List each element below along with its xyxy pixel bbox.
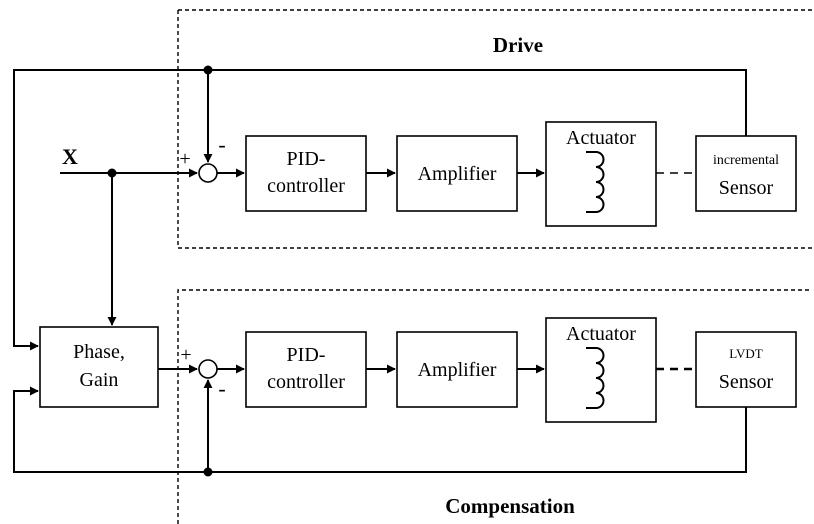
- compensation-sum-plus-sign: +: [180, 344, 191, 366]
- compensation-sensor-label-top: LVDT: [729, 346, 763, 361]
- drive-region-border: [177, 9, 812, 249]
- drive-pid-controller-box: [245, 135, 367, 212]
- compensation-actuator-coil-icon: [586, 347, 605, 409]
- drive-amplifier-label: Amplifier: [418, 163, 497, 185]
- drive-actuator-label: Actuator: [566, 127, 636, 149]
- compensation-summing-junction: [198, 359, 218, 379]
- compensation-pid-label-line2: controller: [267, 371, 345, 393]
- drive-sensor-box: [695, 135, 797, 212]
- compensation-sensor-box: [695, 331, 797, 408]
- compensation-region-title: Compensation: [445, 494, 575, 518]
- drive-pid-label-line1: PID-: [287, 148, 326, 170]
- phase-gain-label-line1: Phase,: [73, 341, 125, 363]
- drive-pid-label-line2: controller: [267, 175, 345, 197]
- drive-sensor-label-top: incremental: [713, 153, 779, 168]
- compensation-pid-label-line1: PID-: [287, 344, 326, 366]
- compensation-sensor-label-bottom: Sensor: [719, 371, 774, 393]
- drive-sum-plus-sign: +: [179, 148, 190, 170]
- compensation-amplifier-label: Amplifier: [418, 359, 497, 381]
- drive-actuator-coil-icon: [586, 151, 605, 213]
- input-x-label: X: [62, 144, 78, 169]
- phase-gain-label-line2: Gain: [80, 369, 119, 391]
- drive-amplifier-box: [396, 135, 518, 212]
- compensation-region-border: [177, 289, 812, 524]
- drive-sensor-label-bottom: Sensor: [719, 177, 774, 199]
- drive-summing-junction: [198, 163, 218, 183]
- compensation-feedback-line: [13, 386, 747, 473]
- phase-gain-box: [39, 326, 159, 408]
- compensation-actuator-label: Actuator: [566, 323, 636, 345]
- drive-region-title: Drive: [493, 33, 543, 57]
- drive-sum-minus-sign: -: [218, 132, 225, 157]
- compensation-sum-minus-sign: -: [218, 376, 225, 401]
- drive-feedback-line: [13, 69, 747, 351]
